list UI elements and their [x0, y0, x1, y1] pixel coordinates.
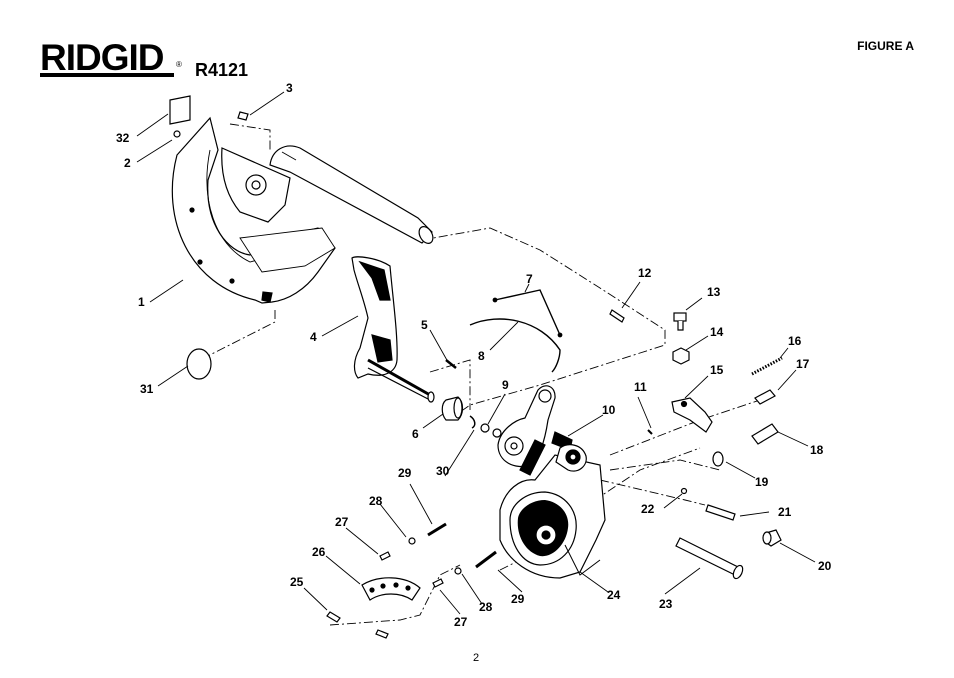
callout-1: 1 — [138, 295, 145, 309]
callout-2: 2 — [124, 156, 131, 170]
spring-7 — [494, 289, 561, 336]
callout-22: 22 — [641, 502, 655, 516]
callout-29b: 29 — [511, 592, 525, 606]
lower-guard-housing — [499, 439, 606, 579]
screw-27a — [379, 551, 391, 561]
pin-29a — [427, 522, 447, 537]
callout-26: 26 — [312, 545, 326, 559]
callout-numbers: 1 2 3 4 5 6 7 8 9 10 11 12 13 14 15 16 1… — [116, 81, 832, 629]
arm-tube — [269, 145, 434, 244]
callout-19: 19 — [755, 475, 769, 489]
callout-16: 16 — [788, 334, 802, 348]
callout-32: 32 — [116, 131, 130, 145]
switch-handle — [351, 256, 435, 403]
callout-13: 13 — [707, 285, 721, 299]
upper-blade-guard — [171, 116, 336, 304]
figure-label: FIGURE A — [857, 39, 914, 53]
bolt-13 — [673, 312, 687, 331]
callout-23: 23 — [659, 597, 673, 611]
washer-28b — [454, 567, 462, 575]
bracket-15 — [671, 397, 713, 433]
callout-30: 30 — [436, 464, 450, 478]
screw-25 — [326, 611, 341, 623]
screw-17 — [754, 389, 776, 405]
callout-9: 9 — [502, 378, 509, 392]
screw-2 — [173, 130, 181, 138]
callout-21: 21 — [778, 505, 792, 519]
callout-17: 17 — [796, 357, 810, 371]
registered-mark: ® — [176, 60, 182, 69]
callout-11: 11 — [634, 380, 647, 394]
nut-14 — [672, 347, 690, 365]
callout-4: 4 — [310, 330, 317, 344]
callout-27a: 27 — [335, 515, 349, 529]
washer-9 — [480, 423, 490, 433]
ridgid-logo: RIDGID ® — [40, 38, 182, 78]
callout-7: 7 — [526, 272, 533, 286]
bolt-18 — [751, 423, 779, 445]
warning-label-plate — [169, 95, 191, 125]
ball-22 — [680, 487, 688, 495]
callout-25: 25 — [290, 575, 304, 589]
callout-10: 10 — [602, 403, 616, 417]
screw-12 — [609, 309, 625, 323]
washer-19 — [712, 451, 724, 467]
spring-16 — [751, 356, 783, 376]
callout-3: 3 — [286, 81, 293, 95]
callout-18: 18 — [810, 443, 824, 457]
knob-6 — [441, 396, 464, 421]
washer-28a — [408, 537, 416, 545]
screw-3 — [237, 111, 249, 121]
page-number: 2 — [473, 652, 480, 664]
callout-28b: 28 — [479, 600, 493, 614]
brand-name: RIDGID — [40, 37, 164, 78]
callout-31: 31 — [140, 382, 154, 396]
logo-underline — [40, 73, 174, 77]
clip-30 — [469, 415, 476, 429]
callout-5: 5 — [421, 318, 428, 332]
pin-29b — [475, 550, 497, 569]
bevel-plate-26 — [361, 577, 421, 601]
torsion-spring-8 — [469, 318, 561, 373]
callout-29a: 29 — [398, 466, 412, 480]
leader-lines — [136, 91, 816, 615]
model-number: R4121 — [195, 60, 249, 80]
cap-20 — [762, 529, 782, 547]
callout-14: 14 — [710, 325, 724, 339]
stud-21 — [705, 504, 736, 521]
callout-15: 15 — [710, 363, 724, 377]
pin-11 — [647, 429, 653, 435]
callout-24: 24 — [607, 588, 621, 602]
callout-28a: 28 — [369, 494, 383, 508]
callout-12: 12 — [638, 266, 652, 280]
plug-31 — [186, 348, 212, 380]
screw-27b — [432, 578, 444, 588]
shaft-23 — [675, 537, 744, 580]
callout-20: 20 — [818, 559, 832, 573]
callout-27b: 27 — [454, 615, 468, 629]
callout-8: 8 — [478, 349, 485, 363]
callout-6: 6 — [412, 427, 419, 441]
